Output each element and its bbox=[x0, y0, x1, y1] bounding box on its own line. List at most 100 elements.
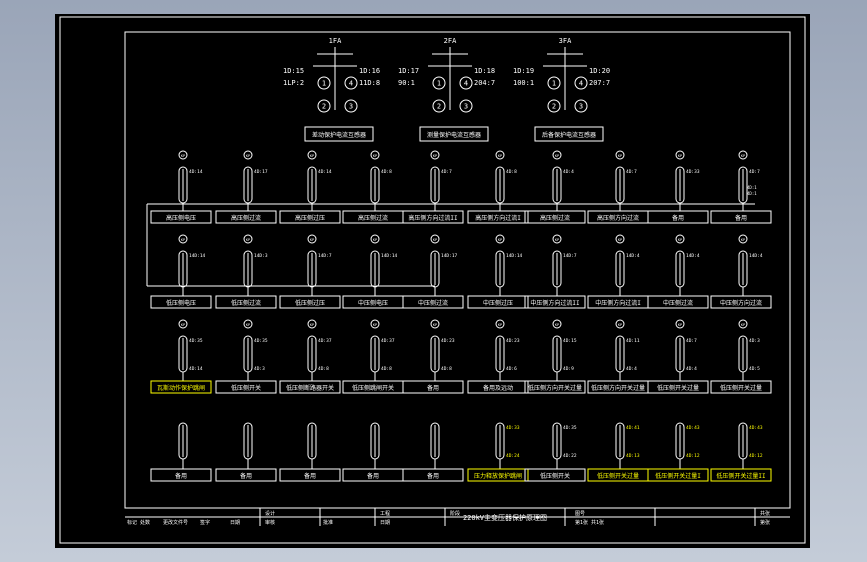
inner-frame bbox=[124, 31, 791, 509]
coil-marker bbox=[574, 76, 588, 90]
relay-label-box bbox=[215, 468, 277, 482]
terminal-label: 4D:7 bbox=[441, 169, 452, 175]
relay-contact-head bbox=[615, 150, 625, 160]
relay-label-box bbox=[467, 210, 529, 224]
relay-label: KP bbox=[741, 238, 745, 242]
transformer-name: 2FA bbox=[444, 37, 457, 45]
relay-function-label: 高压侧方向过流 bbox=[597, 214, 639, 222]
coil-number: 4 bbox=[579, 80, 583, 88]
title-block-cell: 更改文件号 bbox=[163, 519, 188, 526]
relay-label: KP bbox=[555, 323, 559, 327]
relay-function-label: 低压侧跳闸开关 bbox=[352, 384, 394, 392]
terminal-label: 14D:14 bbox=[189, 253, 206, 259]
transformer-right-label: 1D:20 bbox=[589, 67, 610, 75]
relay-label: KP bbox=[433, 154, 437, 158]
terminal-label: 4D:14 bbox=[189, 169, 203, 175]
relay-contact-head bbox=[430, 319, 440, 329]
relay-label-box bbox=[150, 468, 212, 482]
relay-label: KP bbox=[678, 323, 682, 327]
terminal-label: 4D:7 bbox=[686, 338, 697, 344]
transformer-caption-box bbox=[534, 126, 604, 142]
terminal-label-lower: 4D:14 bbox=[189, 366, 203, 372]
relay-label-box bbox=[150, 380, 212, 394]
relay-label-box bbox=[279, 468, 341, 482]
transformer-right-sub: 207:7 bbox=[589, 79, 610, 87]
terminal-label: 4D:14 bbox=[318, 169, 332, 175]
relay-label-box bbox=[279, 295, 341, 309]
relay-function-label: 低压侧过流 bbox=[231, 299, 261, 307]
title-block-cell: 阶段 bbox=[450, 510, 460, 517]
transformer-right-sub: 11D:8 bbox=[359, 79, 380, 87]
relay-function-label: 高压侧过压 bbox=[295, 214, 325, 222]
relay-label-box bbox=[215, 295, 277, 309]
relay-function-label: 备用 bbox=[427, 384, 439, 392]
terminal-label: 4D:23 bbox=[506, 338, 520, 344]
terminal-label-lower: 4D:3 bbox=[254, 366, 265, 372]
transformer-left-sub: 100:1 bbox=[513, 79, 534, 87]
relay-label-box bbox=[215, 210, 277, 224]
relay-contact-head bbox=[552, 319, 562, 329]
terminal-label-lower: 4D:5 bbox=[749, 366, 760, 372]
relay-function-label: 备用 bbox=[367, 472, 379, 480]
terminal-label: 4D:8 bbox=[381, 169, 392, 175]
outer-frame bbox=[59, 16, 806, 544]
drawing-sheet-no: 第1张 共1张 bbox=[575, 519, 604, 526]
transformer-right-label: 1D:16 bbox=[359, 67, 380, 75]
relay-contact-head bbox=[675, 150, 685, 160]
terminal-label: 4D:11 bbox=[626, 338, 640, 344]
terminal-extra: 4D:1 bbox=[747, 191, 757, 196]
relay-label: KP bbox=[310, 154, 314, 158]
relay-contact-head bbox=[552, 234, 562, 244]
terminal-label: 4D:23 bbox=[441, 338, 455, 344]
relay-label-box bbox=[215, 380, 277, 394]
relay-label: KP bbox=[310, 238, 314, 242]
terminal-label-lower: 4D:4 bbox=[686, 366, 697, 372]
relay-function-label: 备用 bbox=[175, 472, 187, 480]
coil-marker bbox=[459, 76, 473, 90]
terminal-label: 4D:4 bbox=[563, 169, 574, 175]
coil-number: 1 bbox=[437, 80, 441, 88]
relay-label: KP bbox=[433, 238, 437, 242]
transformer-caption-box bbox=[419, 126, 489, 142]
title-block-cell: 日期 bbox=[230, 520, 240, 526]
relay-function-label: 中压侧方向过流II bbox=[530, 299, 580, 307]
relay-label: KP bbox=[246, 238, 250, 242]
relay-label: KP bbox=[373, 154, 377, 158]
terminal-label: 4D:8 bbox=[506, 169, 517, 175]
terminal-label-lower: 4D:8 bbox=[441, 366, 452, 372]
coil-marker bbox=[432, 76, 446, 90]
terminal-label: 4D:7 bbox=[626, 169, 637, 175]
transformer-right-label: 1D:18 bbox=[474, 67, 495, 75]
relay-contact-head bbox=[178, 234, 188, 244]
transformer-name: 3FA bbox=[559, 37, 572, 45]
coil-marker bbox=[344, 99, 358, 113]
relay-label: KP bbox=[618, 323, 622, 327]
relay-label-box bbox=[402, 295, 464, 309]
terminal-label: 4D:3 bbox=[749, 338, 760, 344]
relay-function-label: 低压侧开关过量 bbox=[597, 472, 639, 480]
transformer-left-label: 1D:19 bbox=[513, 67, 534, 75]
relay-label: KP bbox=[741, 154, 745, 158]
relay-contact-head bbox=[243, 234, 253, 244]
relay-label-box bbox=[710, 295, 772, 309]
title-block-cell: 签字 bbox=[200, 519, 210, 526]
transformer-caption: 差动保护电流互感器 bbox=[312, 131, 366, 139]
relay-contact-head bbox=[307, 150, 317, 160]
relay-contact-head bbox=[430, 234, 440, 244]
terminal-label: 14D:4 bbox=[686, 253, 700, 259]
relay-function-label: 低压侧断路器开关 bbox=[286, 384, 334, 392]
terminal-label: 4D:43 bbox=[749, 425, 763, 431]
relay-function-label: 低压侧开关 bbox=[540, 472, 570, 480]
terminal-label-lower: 4D:8 bbox=[381, 366, 392, 372]
coil-marker bbox=[317, 99, 331, 113]
relay-contact-head bbox=[495, 319, 505, 329]
terminal-label-lower: 4D:12 bbox=[686, 453, 700, 459]
relay-contact-head bbox=[370, 319, 380, 329]
relay-contact-head bbox=[675, 234, 685, 244]
transformer-name: 1FA bbox=[329, 37, 342, 45]
relay-label: KP bbox=[741, 323, 745, 327]
transformer-left-sub: 1LP:2 bbox=[283, 79, 304, 87]
terminal-label: 14D:14 bbox=[381, 253, 398, 259]
